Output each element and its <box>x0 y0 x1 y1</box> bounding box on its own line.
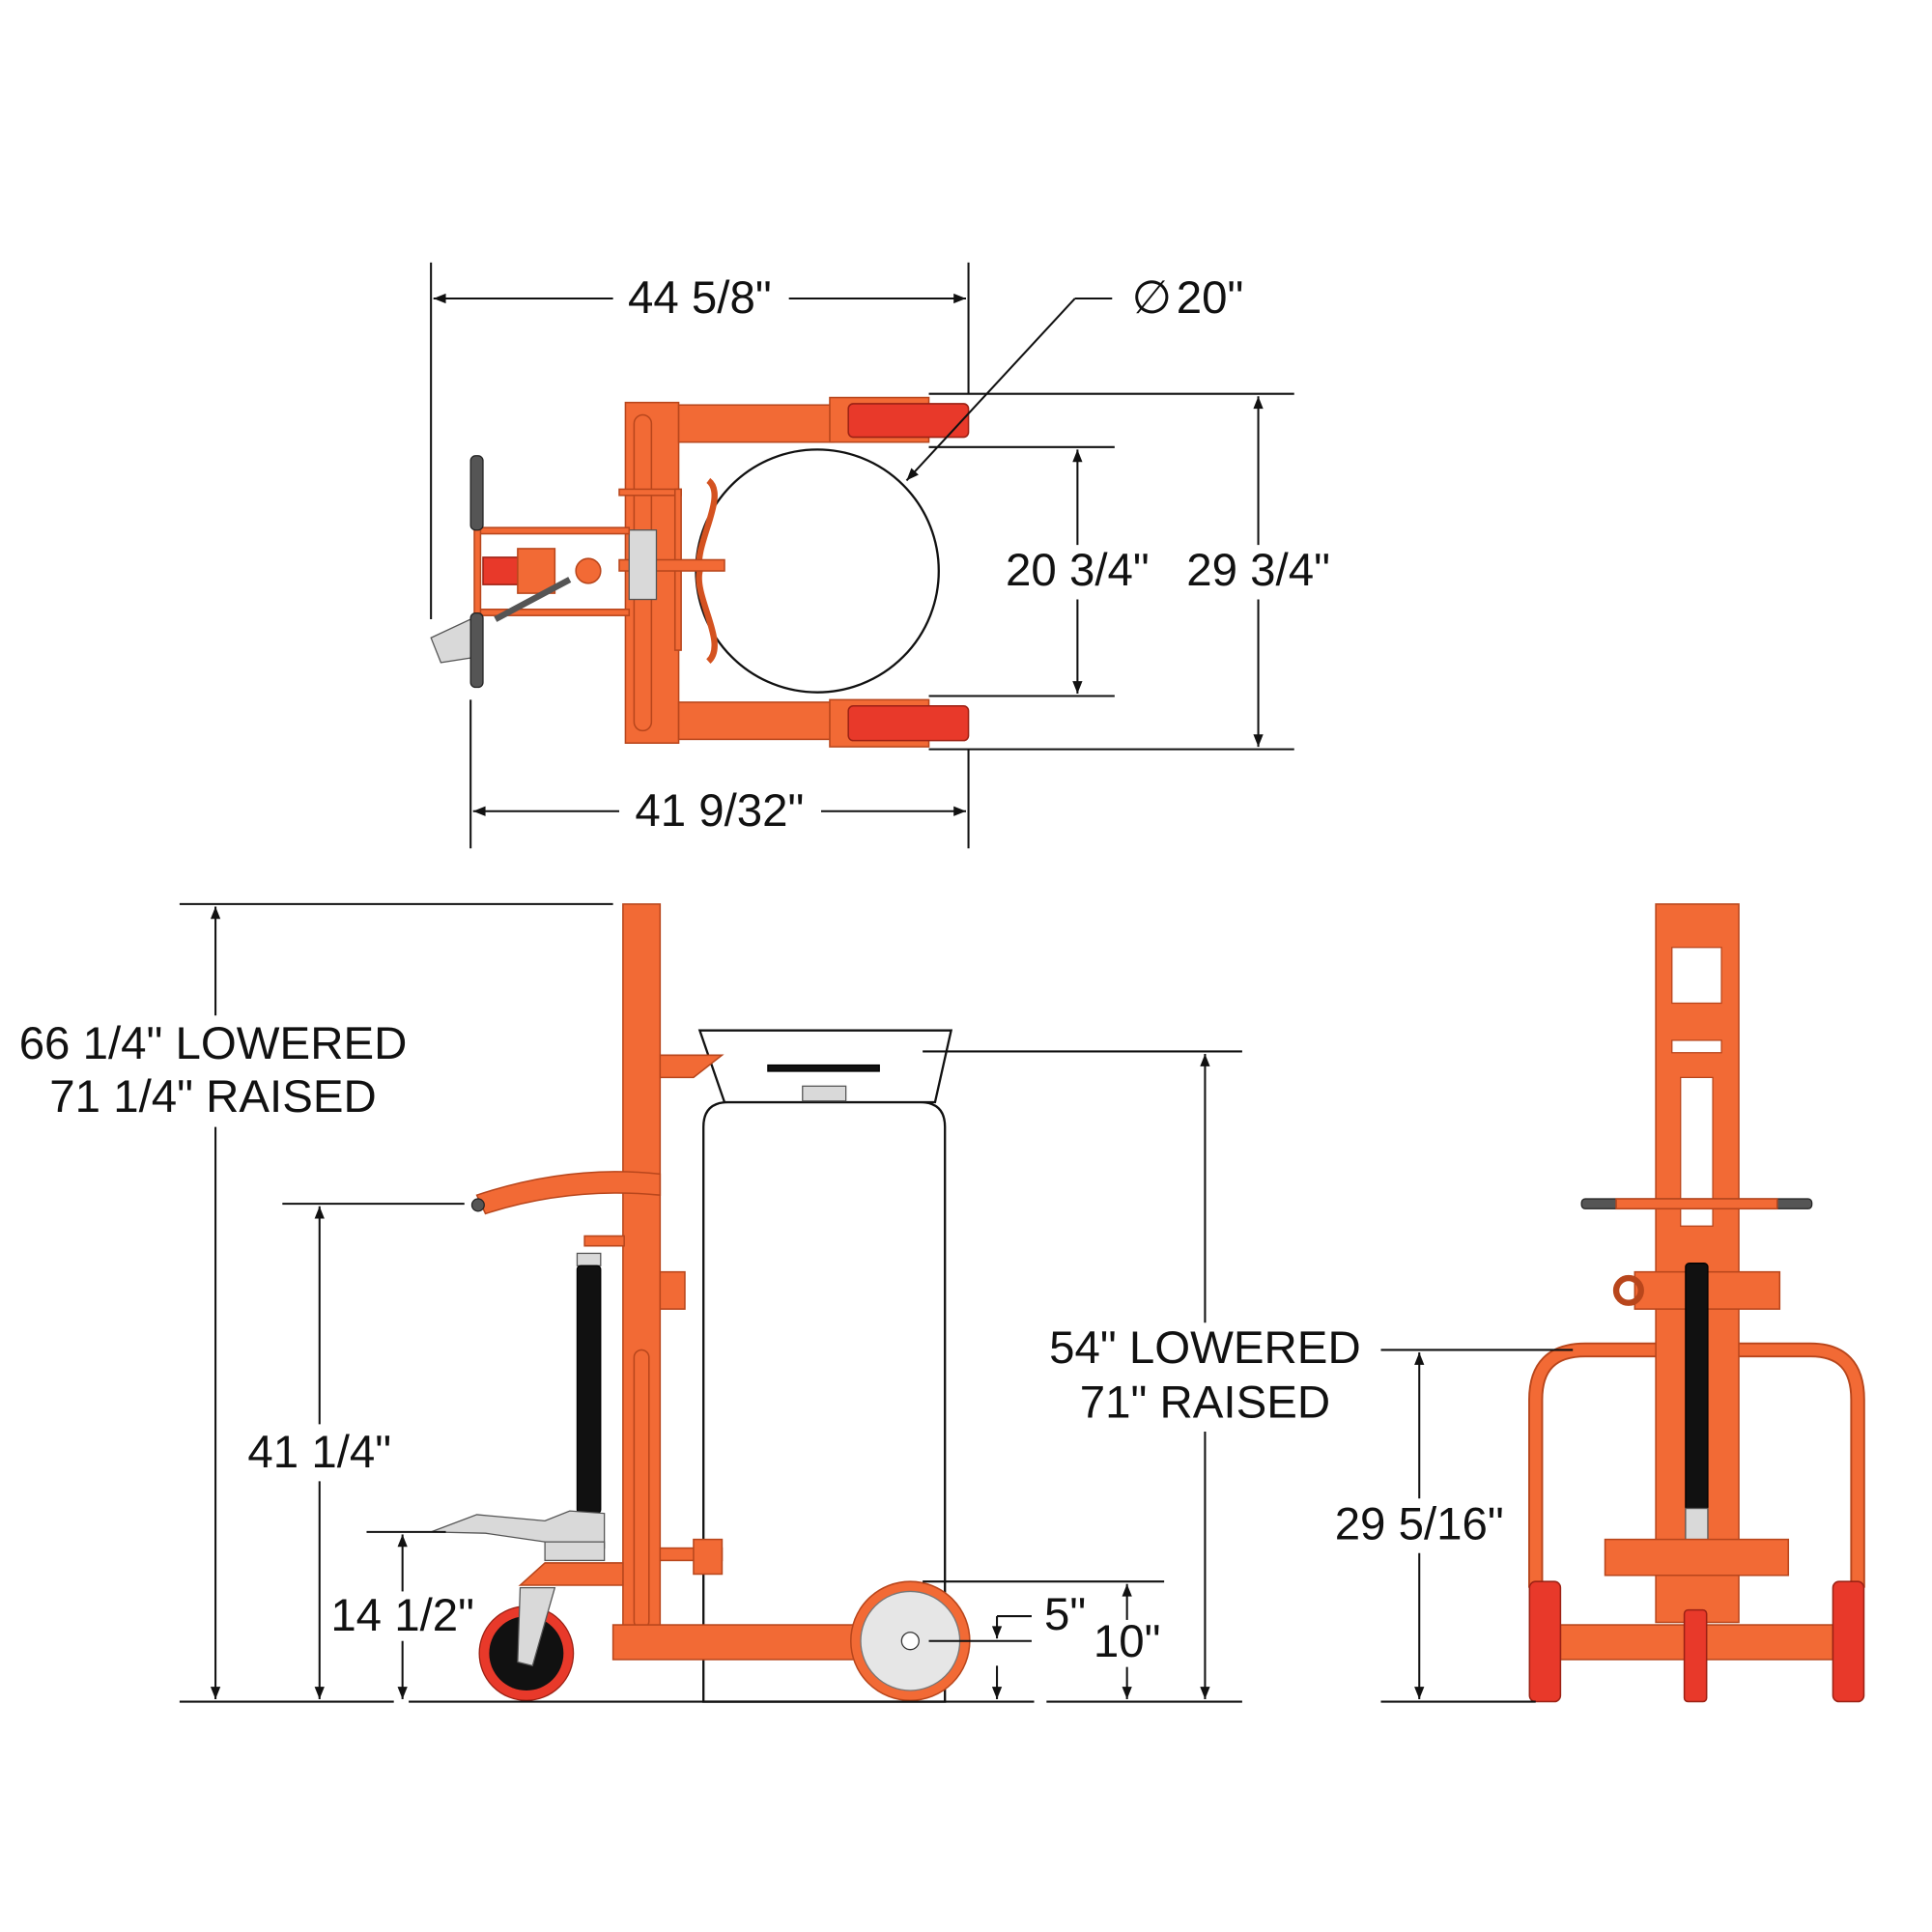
lid-hook <box>659 1054 724 1079</box>
clamp-rod <box>618 558 725 572</box>
mast-window-mid <box>1671 1039 1722 1054</box>
diameter-symbol: ∅ <box>1132 272 1172 324</box>
clamp-block-lower <box>693 1538 724 1576</box>
pump-spring <box>544 1541 606 1562</box>
cylinder-bracket <box>583 1235 625 1247</box>
handle-end <box>470 1198 485 1212</box>
wheel-left <box>1528 1580 1562 1703</box>
pedal-height-label: 14 1/2" <box>330 1590 474 1641</box>
overall-height-raised-label: 71 1/4" RAISED <box>49 1071 376 1122</box>
dimension-overall-width: 29 3/4" <box>928 392 1330 751</box>
cylinder-front <box>1685 1263 1709 1512</box>
drum-diameter-label: 20" <box>1177 272 1244 324</box>
drum-height-raised-label: 71" RAISED <box>1080 1378 1330 1429</box>
dimension-wheel-diameter: 10" <box>923 1580 1165 1699</box>
wheel-axle <box>900 1632 920 1651</box>
clamp-ring <box>1612 1274 1644 1306</box>
overall-width-label: 29 3/4" <box>1186 545 1330 596</box>
dimension-inner-width: 20 3/4" <box>928 445 1150 697</box>
handle-bar-center <box>1615 1198 1778 1210</box>
handle-grip-bottom <box>469 611 484 689</box>
cylinder-cap <box>576 1252 602 1266</box>
wheel-right <box>1832 1580 1865 1703</box>
axle-height-label: 5" <box>1044 1589 1086 1640</box>
pump-pivot <box>575 557 602 584</box>
dimension-handle-height: 41 1/4" <box>247 1203 465 1699</box>
mast-window-top <box>1671 947 1722 1005</box>
lid-cap <box>802 1085 847 1102</box>
pedal-linkage <box>494 577 572 622</box>
mast-slot <box>633 1349 650 1630</box>
bumper-height-label: 29 5/16" <box>1335 1498 1504 1549</box>
caster-plate <box>518 1562 624 1586</box>
caster-front <box>1683 1608 1708 1703</box>
fork-arm-top <box>677 404 835 443</box>
dimension-axle-height: 5" <box>928 1589 1086 1699</box>
handle-arm <box>475 1171 662 1215</box>
front-view: 29 5/16" <box>1335 903 1865 1703</box>
overall-height-lowered-label: 66 1/4" LOWERED <box>19 1018 408 1069</box>
clamp-block-upper <box>659 1270 686 1310</box>
foot-pedal <box>430 1510 606 1549</box>
handle-height-label: 41 1/4" <box>247 1427 391 1478</box>
dimension-drum-height: 54" LOWERED 71" RAISED <box>923 1050 1361 1699</box>
handle-tube <box>482 556 522 585</box>
pump-body <box>517 548 556 594</box>
base-plate-front <box>1604 1538 1790 1577</box>
dimension-base-length: 41 9/32" <box>469 699 970 849</box>
handle-grip-top <box>469 455 484 531</box>
base-length-label: 41 9/32" <box>635 785 804 837</box>
lid-bar <box>767 1064 880 1072</box>
drum-outline <box>695 448 940 694</box>
side-view: 66 1/4" LOWERED 71 1/4" RAISED 41 1/4" 1… <box>19 902 1361 1703</box>
dimension-overall-length: 44 5/8" <box>430 262 970 620</box>
cylinder-rod-front <box>1685 1507 1709 1541</box>
drum-height-lowered-label: 54" LOWERED <box>1049 1322 1361 1374</box>
handle-rail-top <box>475 526 631 535</box>
clamp-rail <box>618 488 682 497</box>
inner-width-label: 20 3/4" <box>1006 545 1150 596</box>
top-view: 44 5/8" ∅ 20" 20 3/4" 29 3/4" 41 <box>430 262 1330 849</box>
dimension-overall-height: 66 1/4" LOWERED 71 1/4" RAISED <box>19 902 613 1699</box>
pump-mount <box>628 529 658 601</box>
dimension-bumper-height: 29 5/16" <box>1335 1349 1574 1703</box>
load-wheel-bottom <box>847 705 970 742</box>
dimension-pedal-height: 14 1/2" <box>330 1530 474 1699</box>
hydraulic-cylinder <box>576 1264 602 1515</box>
load-wheel-top <box>847 403 970 439</box>
caster-fork <box>517 1586 556 1667</box>
dimension-drum-diameter: ∅ 20" <box>905 272 1244 482</box>
fork-arm-bottom <box>677 701 835 741</box>
overall-length-label: 44 5/8" <box>628 272 772 324</box>
wheel-diameter-label: 10" <box>1094 1616 1161 1667</box>
